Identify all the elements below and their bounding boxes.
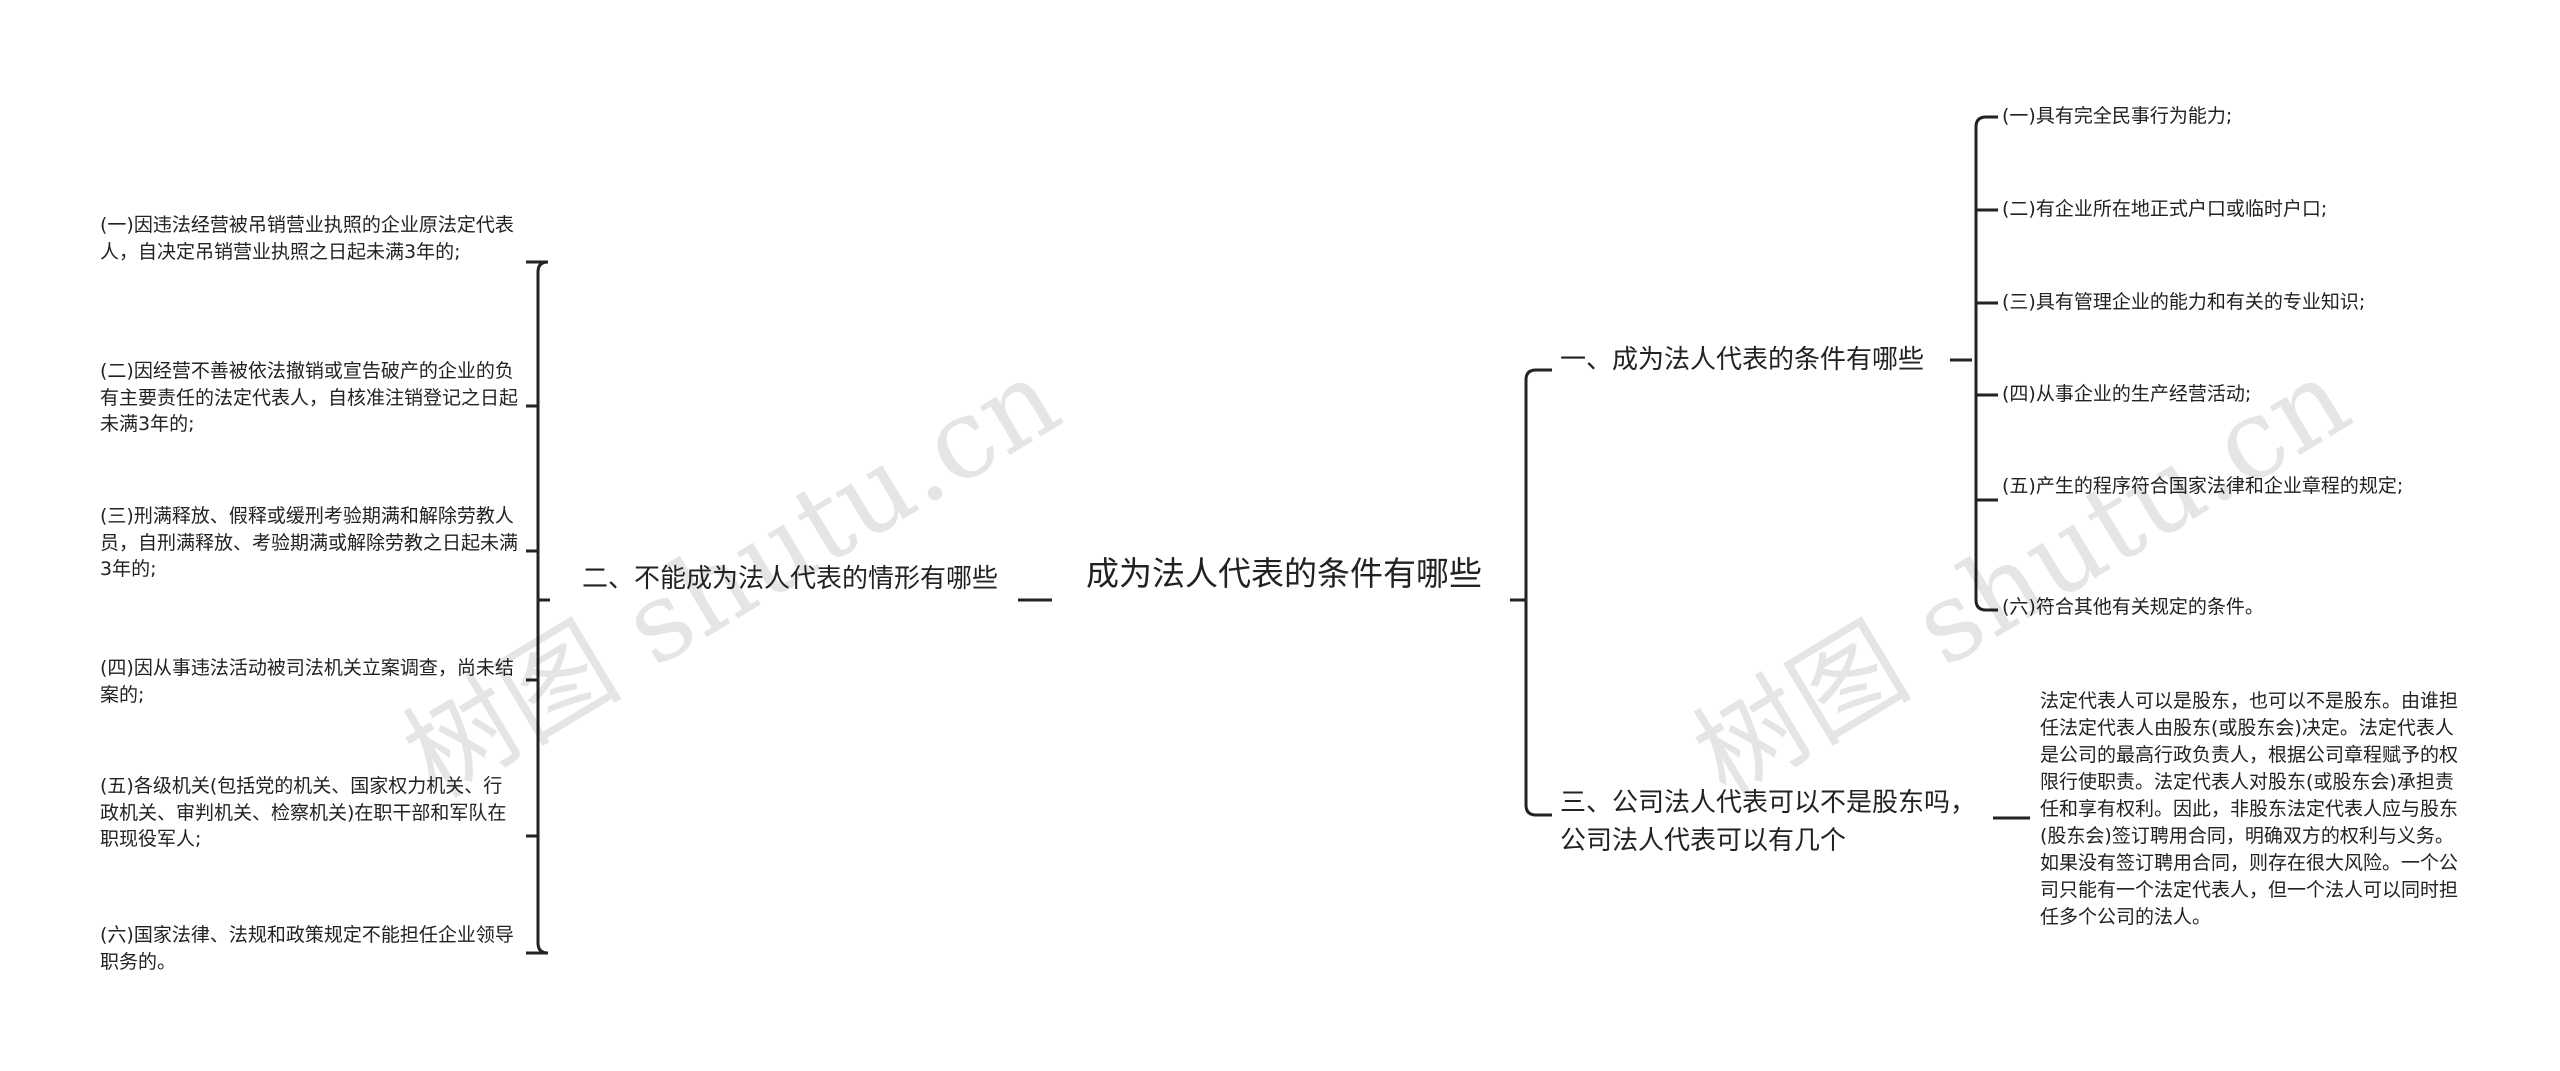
left-branch-label[interactable]: 二、不能成为法人代表的情形有哪些 [582, 564, 999, 594]
right-branch-2-label[interactable]: 三、公司法人代表可以不是股东吗，公司法人代表可以有几个 [1560, 788, 1977, 856]
right-branch-2-text[interactable]: 法定代表人可以是股东，也可以不是股东。由谁担任法定代表人由股东(或股东会)决定。… [2040, 690, 2459, 928]
right-bracket [1524, 368, 1537, 817]
left-item-3[interactable]: (三)刑满释放、假释或缓刑考验期满和解除劳教人员，自刑满释放、考验期满或解除劳教… [100, 505, 519, 581]
right-item-3[interactable]: (三)具有管理企业的能力和有关的专业知识; [2002, 291, 2366, 313]
left-item-5[interactable]: (五)各级机关(包括党的机关、国家权力机关、行政机关、审判机关、检察机关)在职干… [100, 775, 507, 851]
left-item-1[interactable]: (一)因违法经营被吊销营业执照的企业原法定代表人，自决定吊销营业执照之日起未满3… [100, 214, 514, 263]
right-item-1[interactable]: (一)具有完全民事行为能力; [2002, 105, 2233, 127]
right-item-6[interactable]: (六)符合其他有关规定的条件。 [2002, 596, 2264, 618]
root-topic[interactable]: 成为法人代表的条件有哪些 [1086, 554, 1482, 593]
left-item-6[interactable]: (六)国家法律、法规和政策规定不能担任企业领导职务的。 [100, 924, 514, 973]
right-items-bracket [1974, 115, 1987, 612]
right-item-2[interactable]: (二)有企业所在地正式户口或临时户口; [2002, 198, 2328, 220]
right-item-4[interactable]: (四)从事企业的生产经营活动; [2002, 383, 2252, 405]
right-item-5[interactable]: (五)产生的程序符合国家法律和企业章程的规定; [2002, 475, 2404, 497]
left-item-4[interactable]: (四)因从事违法活动被司法机关立案调查，尚未结案的; [100, 657, 514, 706]
right-branch-1-label[interactable]: 一、成为法人代表的条件有哪些 [1560, 345, 1925, 375]
left-item-2[interactable]: (二)因经营不善被依法撤销或宣告破产的企业的负有主要责任的法定代表人，自核准注销… [100, 360, 519, 436]
